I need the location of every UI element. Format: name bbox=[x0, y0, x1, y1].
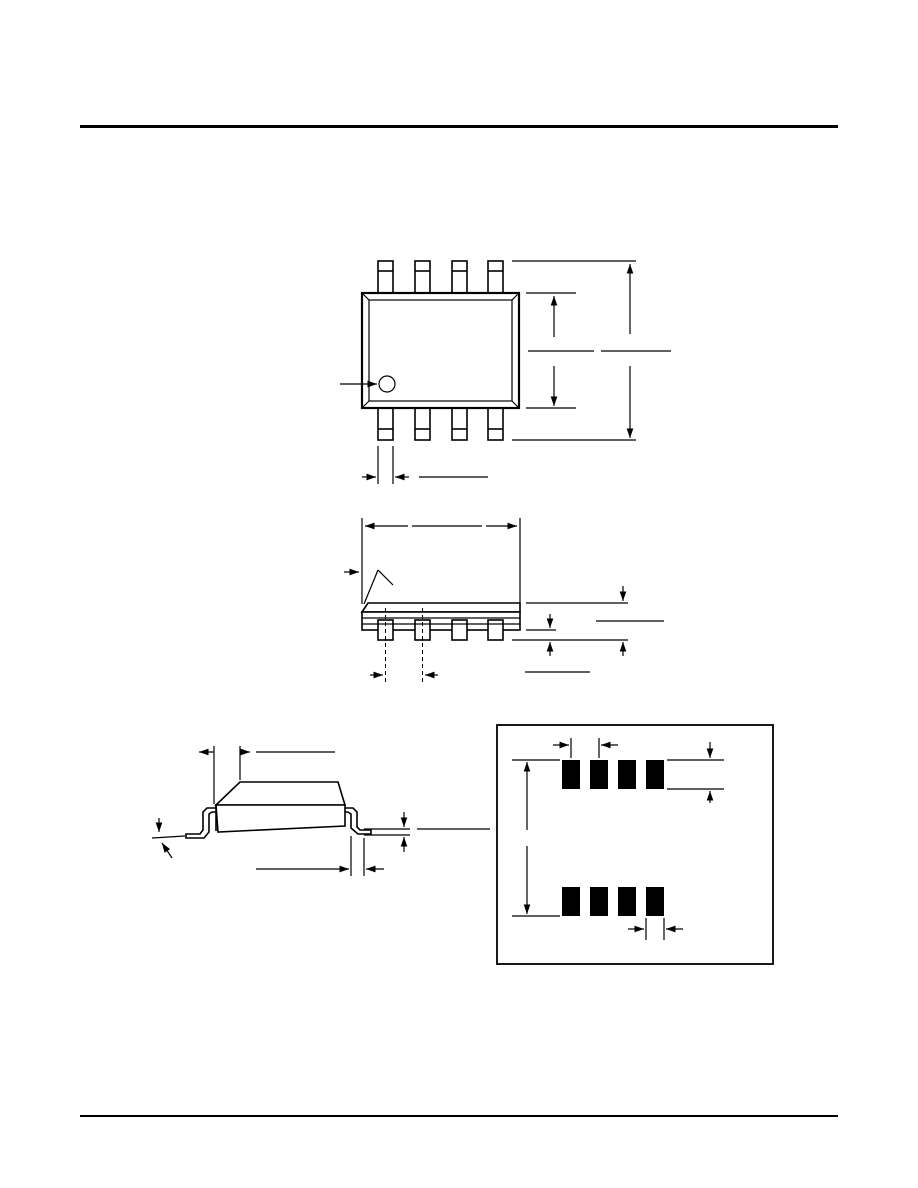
pads-lower bbox=[562, 887, 664, 916]
dim-overall-width bbox=[512, 260, 671, 441]
dim-pad-length bbox=[667, 742, 724, 803]
dim-pad-span bbox=[512, 759, 560, 917]
top-body-inner bbox=[368, 299, 513, 402]
side-body-bottom bbox=[215, 804, 346, 833]
dim-pad-width bbox=[628, 918, 683, 940]
header-rule bbox=[80, 125, 838, 128]
land-pattern-frame bbox=[496, 724, 774, 965]
dim-lead-angle bbox=[151, 818, 186, 859]
top-body-outline bbox=[360, 291, 521, 410]
top-pins-upper bbox=[377, 260, 504, 294]
land-pattern bbox=[496, 724, 774, 965]
dim-chamfer bbox=[344, 568, 394, 605]
dim-lead-thickness bbox=[364, 812, 490, 852]
pitch-centerlines bbox=[385, 608, 423, 682]
dim-body-length bbox=[361, 518, 521, 604]
front-view bbox=[344, 518, 664, 682]
dim-standoff bbox=[199, 746, 335, 804]
side-lead-right bbox=[345, 807, 372, 835]
footer-rule bbox=[80, 1115, 838, 1117]
dim-foot-length bbox=[256, 836, 384, 876]
pads-upper bbox=[562, 760, 664, 789]
dim-lead-width bbox=[362, 446, 488, 484]
side-view bbox=[151, 746, 490, 876]
front-body-lower bbox=[361, 611, 521, 631]
side-lead-left bbox=[185, 807, 216, 839]
dim-package-height bbox=[512, 586, 664, 673]
dim-body-width bbox=[526, 292, 594, 409]
pin-one-circle bbox=[378, 375, 396, 393]
dim-pad-pitch bbox=[553, 738, 618, 758]
side-body-top bbox=[214, 781, 347, 806]
top-view bbox=[340, 260, 671, 484]
top-pins-lower bbox=[377, 407, 504, 441]
